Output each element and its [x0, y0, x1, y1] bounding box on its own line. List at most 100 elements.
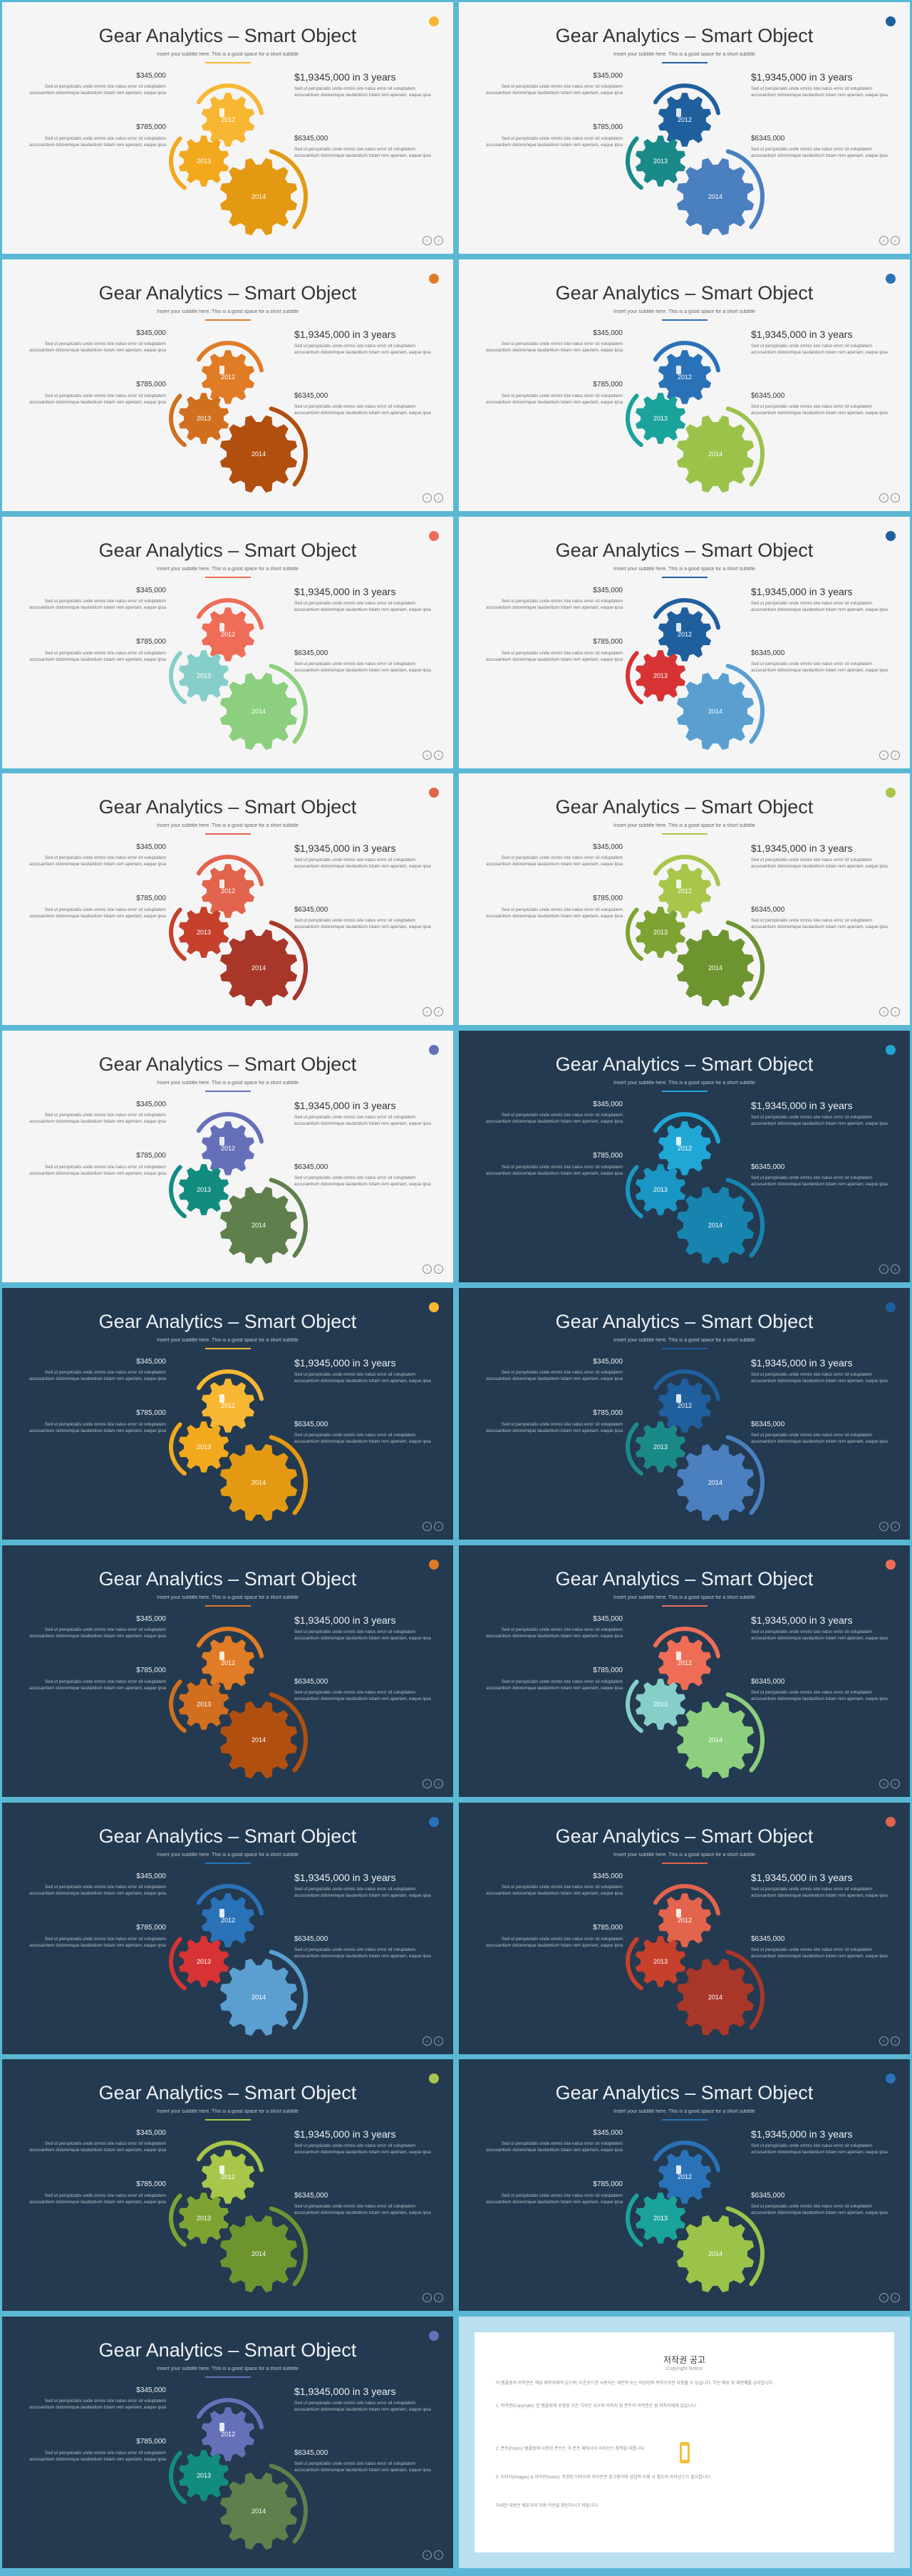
prev-icon[interactable]: ‹ [879, 2036, 888, 2046]
slide-thumbnail[interactable]: Gear Analytics – Smart Object Insert you… [2, 2, 453, 254]
slide-thumbnail[interactable]: Gear Analytics – Smart Object Insert you… [2, 1031, 453, 1283]
gear-arc [626, 2193, 643, 2247]
right-paragraph: Sed ut perspiciatis unde omnis iste natu… [751, 147, 888, 158]
gear-arc [653, 340, 720, 373]
prev-icon[interactable]: ‹ [879, 1522, 888, 1531]
slide-thumbnail[interactable]: Gear Analytics – Smart Object Insert you… [2, 2059, 453, 2312]
next-icon[interactable]: › [891, 750, 900, 760]
next-icon[interactable]: › [891, 1522, 900, 1531]
next-icon[interactable]: › [891, 1778, 900, 1788]
copyright-slide[interactable]: 저작권 공고 Copyright Notice 이 템플릿의 저작권은 해당 제… [459, 2317, 910, 2569]
left-paragraph: Sed ut perspiciatis unde omnis iste natu… [29, 2141, 166, 2153]
slide-thumbnail[interactable]: Gear Analytics – Smart Object Insert you… [2, 1545, 453, 1797]
value-345000: $345,000 [593, 1358, 623, 1366]
value-345000: $345,000 [136, 329, 166, 337]
gear-arc [269, 663, 309, 744]
value-345000: $345,000 [593, 843, 623, 852]
slide-thumbnail[interactable]: Gear Analytics – Smart Object Insert you… [2, 1288, 453, 1540]
next-icon[interactable]: › [891, 1007, 900, 1017]
slide-thumbnail[interactable]: Gear Analytics – Smart Object Insert you… [459, 773, 910, 1026]
slide-thumbnail[interactable]: Gear Analytics – Smart Object Insert you… [2, 773, 453, 1026]
hourglass-icon [676, 365, 681, 374]
prev-icon[interactable]: ‹ [423, 1522, 432, 1531]
next-icon[interactable]: › [434, 236, 443, 245]
prev-icon[interactable]: ‹ [423, 1264, 432, 1274]
prev-icon[interactable]: ‹ [423, 2036, 432, 2046]
next-icon[interactable]: › [434, 2036, 443, 2046]
prev-icon[interactable]: ‹ [423, 750, 432, 760]
gear-2014 [219, 2215, 298, 2293]
value-345000: $345,000 [593, 72, 623, 80]
gear-2013 [635, 1678, 686, 1730]
next-icon[interactable]: › [891, 2293, 900, 2303]
slide-subtitle: Insert your subtitle here. This is a goo… [157, 1852, 299, 1858]
next-icon[interactable]: › [434, 2550, 443, 2560]
gear-arc [196, 597, 264, 630]
gear-year-label: 2014 [708, 450, 722, 458]
next-icon[interactable]: › [891, 1264, 900, 1274]
gear-arc [169, 136, 187, 190]
prev-icon[interactable]: ‹ [423, 1778, 432, 1788]
prev-icon[interactable]: ‹ [423, 236, 432, 245]
slide-thumbnail[interactable]: Gear Analytics – Smart Object Insert you… [459, 2059, 910, 2312]
slide-nav: ‹› [879, 1522, 900, 1531]
left-paragraph: Sed ut perspiciatis unde omnis iste natu… [29, 1165, 166, 1177]
slide-thumbnail[interactable]: Gear Analytics – Smart Object Insert you… [2, 516, 453, 768]
next-icon[interactable]: › [434, 750, 443, 760]
prev-icon[interactable]: ‹ [423, 493, 432, 503]
prev-icon[interactable]: ‹ [879, 750, 888, 760]
slide-thumbnail[interactable]: Gear Analytics – Smart Object Insert you… [2, 2317, 453, 2569]
value-6345000: $6345,000 [751, 1163, 785, 1172]
next-icon[interactable]: › [891, 493, 900, 503]
prev-icon[interactable]: ‹ [879, 2293, 888, 2303]
slide-thumbnail[interactable]: Gear Analytics – Smart Object Insert you… [2, 1802, 453, 2054]
slide-thumbnail[interactable]: Gear Analytics – Smart Object Insert you… [459, 259, 910, 511]
gear-arc [725, 663, 765, 744]
prev-icon[interactable]: ‹ [423, 2550, 432, 2560]
gear-year-label: 2012 [221, 1659, 235, 1666]
slide-thumbnail[interactable]: Gear Analytics – Smart Object Insert you… [459, 1545, 910, 1797]
gear-arc [196, 83, 264, 115]
value-6345000: $6345,000 [294, 1677, 328, 1686]
slide-thumbnail[interactable]: Gear Analytics – Smart Object Insert you… [2, 259, 453, 511]
slide-subtitle: Insert your subtitle here. This is a goo… [613, 566, 755, 572]
next-icon[interactable]: › [891, 2036, 900, 2046]
copyright-paragraph: 1. 저작권(Copyright): 본 템플릿에 포함된 모든 디자인 요소와… [496, 2404, 698, 2409]
next-icon[interactable]: › [434, 1264, 443, 1274]
slide-thumbnail[interactable]: Gear Analytics – Smart Object Insert you… [459, 1031, 910, 1283]
gear-2013 [635, 392, 686, 444]
prev-icon[interactable]: ‹ [879, 1264, 888, 1274]
gear-arc [269, 149, 309, 230]
next-icon[interactable]: › [434, 1522, 443, 1531]
left-paragraph: Sed ut perspiciatis unde omnis iste natu… [29, 2193, 166, 2205]
slide-thumbnail[interactable]: Gear Analytics – Smart Object Insert you… [459, 2, 910, 254]
slide-title: Gear Analytics – Smart Object [98, 2339, 357, 2361]
next-icon[interactable]: › [434, 1007, 443, 1017]
gear-2013 [635, 1935, 686, 1987]
prev-icon[interactable]: ‹ [879, 1007, 888, 1017]
prev-icon[interactable]: ‹ [879, 493, 888, 503]
value-345000: $345,000 [136, 2386, 166, 2395]
theme-dot-icon [886, 16, 896, 26]
slide-subtitle: Insert your subtitle here. This is a goo… [613, 1338, 755, 1343]
next-icon[interactable]: › [891, 236, 900, 245]
next-icon[interactable]: › [434, 2293, 443, 2303]
next-icon[interactable]: › [434, 493, 443, 503]
slide-subtitle: Insert your subtitle here. This is a goo… [157, 1594, 299, 1600]
slide-thumbnail[interactable]: Gear Analytics – Smart Object Insert you… [459, 1802, 910, 2054]
prev-icon[interactable]: ‹ [423, 1007, 432, 1017]
prev-icon[interactable]: ‹ [879, 236, 888, 245]
slide-thumbnail[interactable]: Gear Analytics – Smart Object Insert you… [459, 1288, 910, 1540]
prev-icon[interactable]: ‹ [423, 2293, 432, 2303]
gear-year-label: 2013 [197, 415, 211, 422]
slide-thumbnail[interactable]: Gear Analytics – Smart Object Insert you… [459, 516, 910, 768]
next-icon[interactable]: › [434, 1778, 443, 1788]
right-paragraph: Sed ut perspiciatis unde omnis iste natu… [294, 600, 431, 612]
prev-icon[interactable]: ‹ [879, 1778, 888, 1788]
gear-2012 [658, 349, 712, 404]
slide-nav: ‹› [423, 1522, 443, 1531]
right-paragraph: Sed ut perspiciatis unde omnis iste natu… [294, 2401, 431, 2413]
